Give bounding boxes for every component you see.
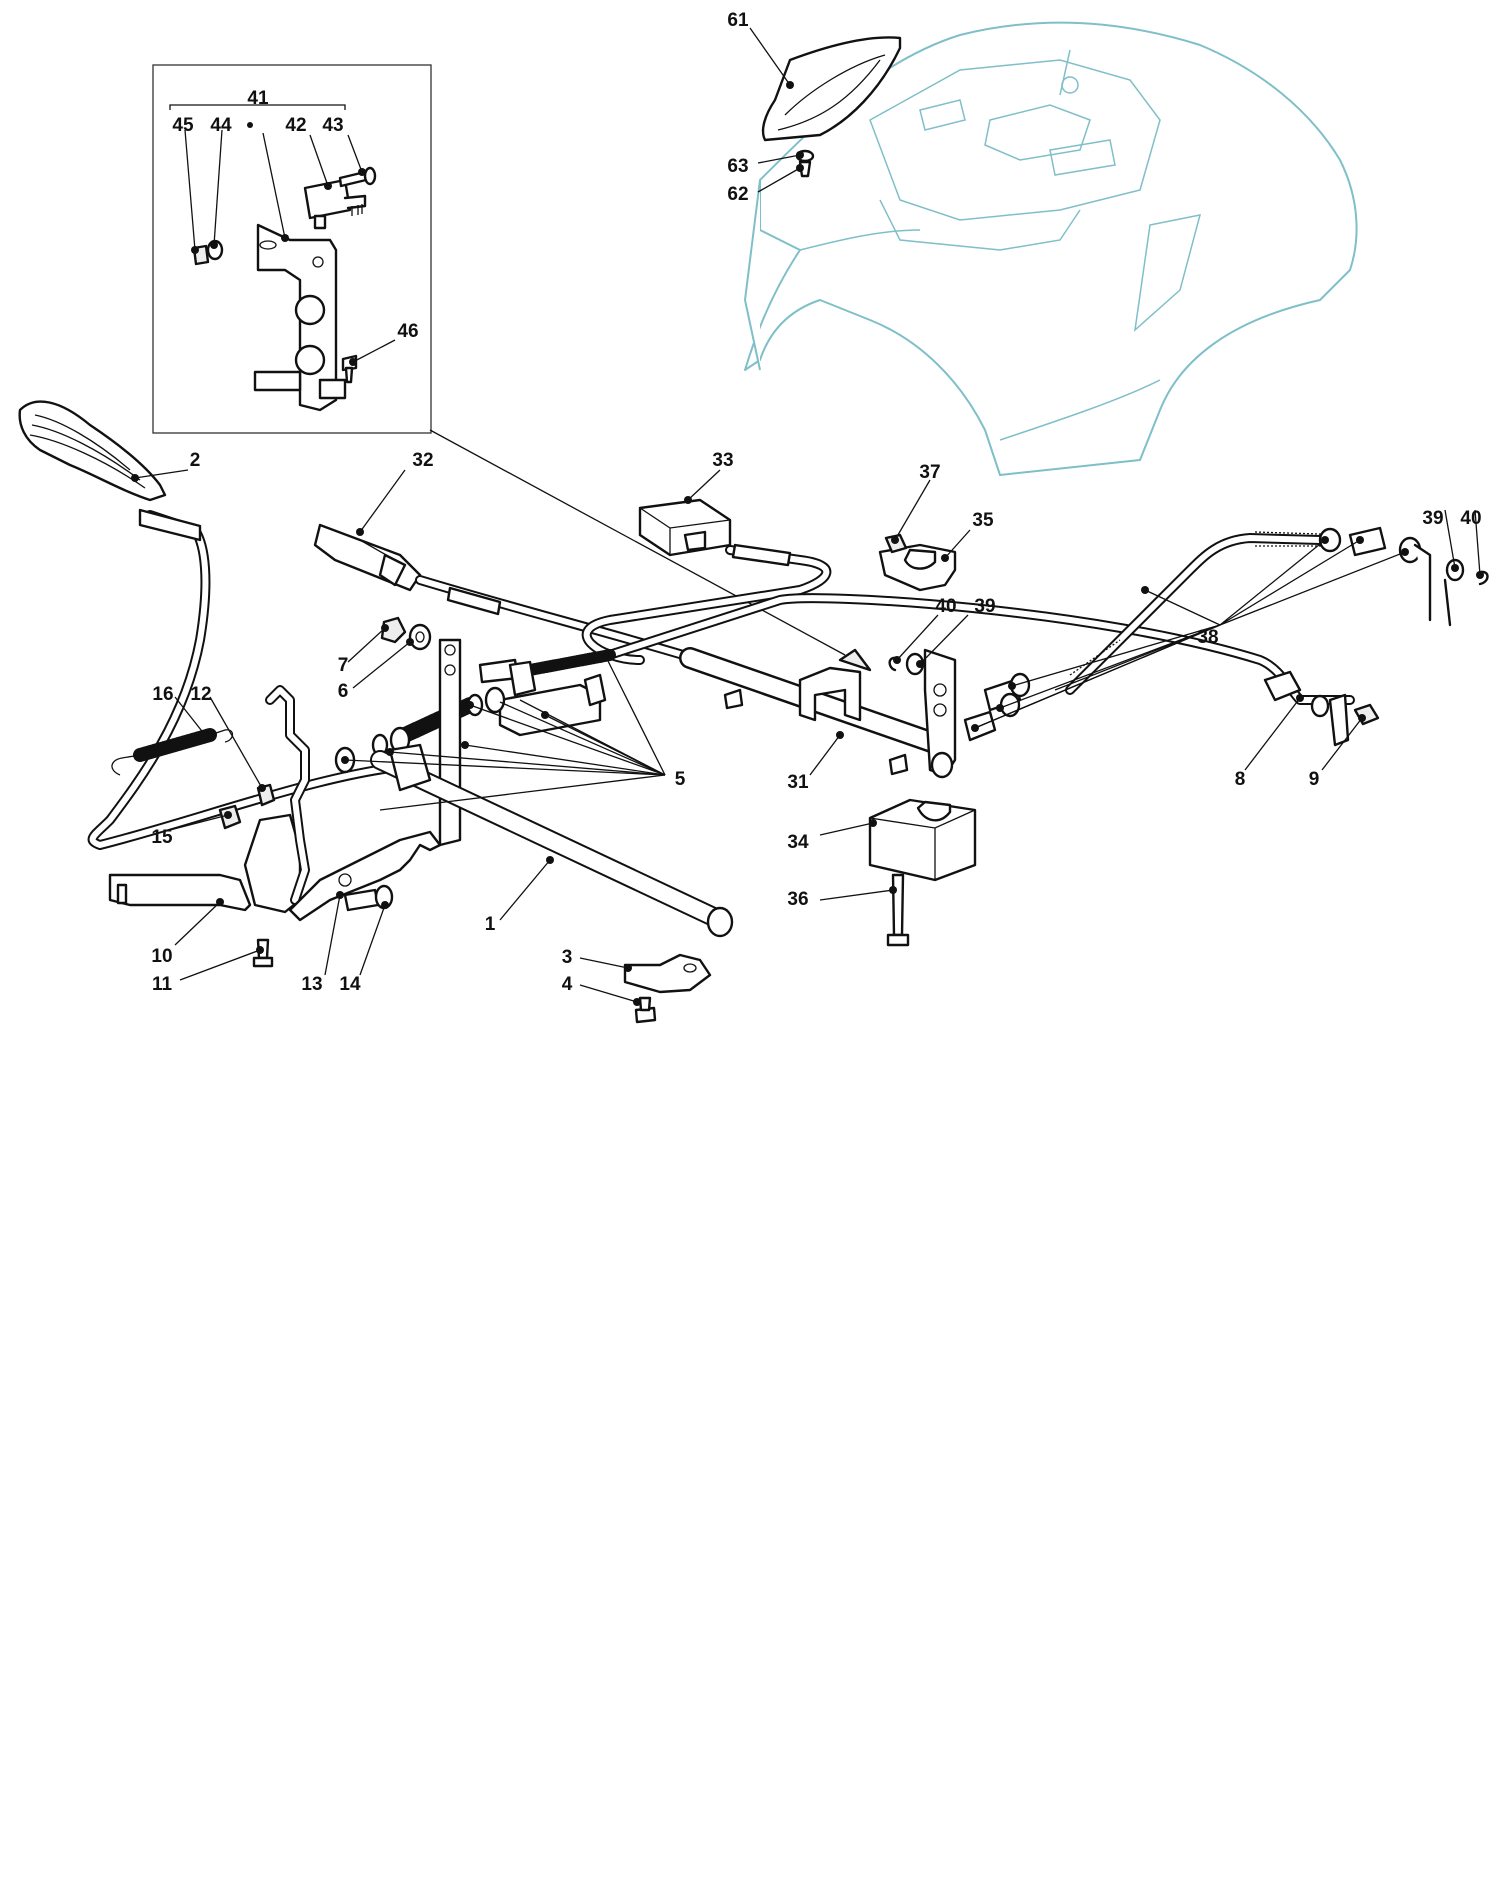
label-4: 4 (562, 974, 573, 995)
label-61: 61 (727, 10, 749, 31)
label-12: 12 (190, 684, 211, 705)
label-34: 34 (787, 832, 809, 853)
label-42: 42 (285, 115, 306, 136)
rear-body-shell (744, 21, 1358, 476)
part-43-screw (338, 166, 377, 188)
label-11: 11 (152, 974, 173, 995)
label-39-left: 39 (974, 596, 995, 617)
cable-32-rod (415, 575, 705, 665)
label-43: 43 (322, 115, 343, 136)
part-35-clamp (878, 543, 957, 592)
label-44: 44 (210, 115, 232, 136)
label-36: 36 (787, 889, 808, 910)
part-34-block (868, 798, 977, 882)
part-4-screw (634, 996, 657, 1024)
label-45: 45 (172, 115, 194, 136)
label-1: 1 (485, 914, 496, 935)
label-40-right: 40 (1460, 508, 1481, 529)
part-31-axle (679, 647, 957, 779)
label-13: 13 (301, 974, 322, 995)
label-6: 6 (338, 681, 349, 702)
label-39-right: 39 (1422, 508, 1443, 529)
part-33-clamp (638, 498, 732, 557)
label-14: 14 (339, 974, 361, 995)
part-16-spring (111, 728, 234, 776)
part-6-washer (408, 623, 432, 651)
label-15: 15 (151, 827, 173, 848)
part-1-shaft (370, 743, 734, 938)
label-3: 3 (562, 947, 573, 968)
label-31: 31 (787, 772, 809, 793)
part-11-screw (252, 938, 274, 968)
top-right-hardware (1318, 526, 1489, 627)
right-linkage-hardware (963, 670, 1380, 747)
part-61-cover (761, 36, 902, 142)
part-10-bracket (108, 813, 302, 914)
part-42-microswitch (303, 178, 367, 230)
label-2: 2 (190, 450, 201, 471)
part-labels: 1 2 3 4 5 6 7 8 9 10 11 12 13 14 15 16 3… (151, 10, 1481, 995)
inset-pointer-line (429, 429, 846, 656)
label-41: 41 (247, 88, 269, 109)
label-62: 62 (727, 184, 748, 205)
part-2-pedal (18, 400, 167, 502)
label-9: 9 (1309, 769, 1320, 790)
label-38: 38 (1197, 627, 1218, 648)
label-32: 32 (412, 450, 433, 471)
label-35: 35 (972, 510, 994, 531)
label-10: 10 (151, 946, 172, 967)
leader-lines (131, 27, 1484, 1006)
part-3-clip (623, 953, 712, 994)
label-16: 16 (152, 684, 173, 705)
part-36-bolt (886, 873, 910, 947)
label-8: 8 (1235, 769, 1246, 790)
label-7: 7 (338, 655, 349, 676)
part-7-nut (380, 616, 407, 644)
part-41-bracket (253, 223, 347, 412)
label-40-left: 40 (935, 596, 956, 617)
part-5-hardware (334, 638, 616, 847)
label-37: 37 (919, 462, 940, 483)
inset-bullet-marker (247, 122, 253, 128)
label-63: 63 (727, 156, 748, 177)
label-46: 46 (397, 321, 418, 342)
part-14-bolt (343, 884, 394, 912)
label-5: 5 (675, 769, 686, 790)
label-33: 33 (712, 450, 733, 471)
part-32-cable-end (313, 523, 422, 592)
